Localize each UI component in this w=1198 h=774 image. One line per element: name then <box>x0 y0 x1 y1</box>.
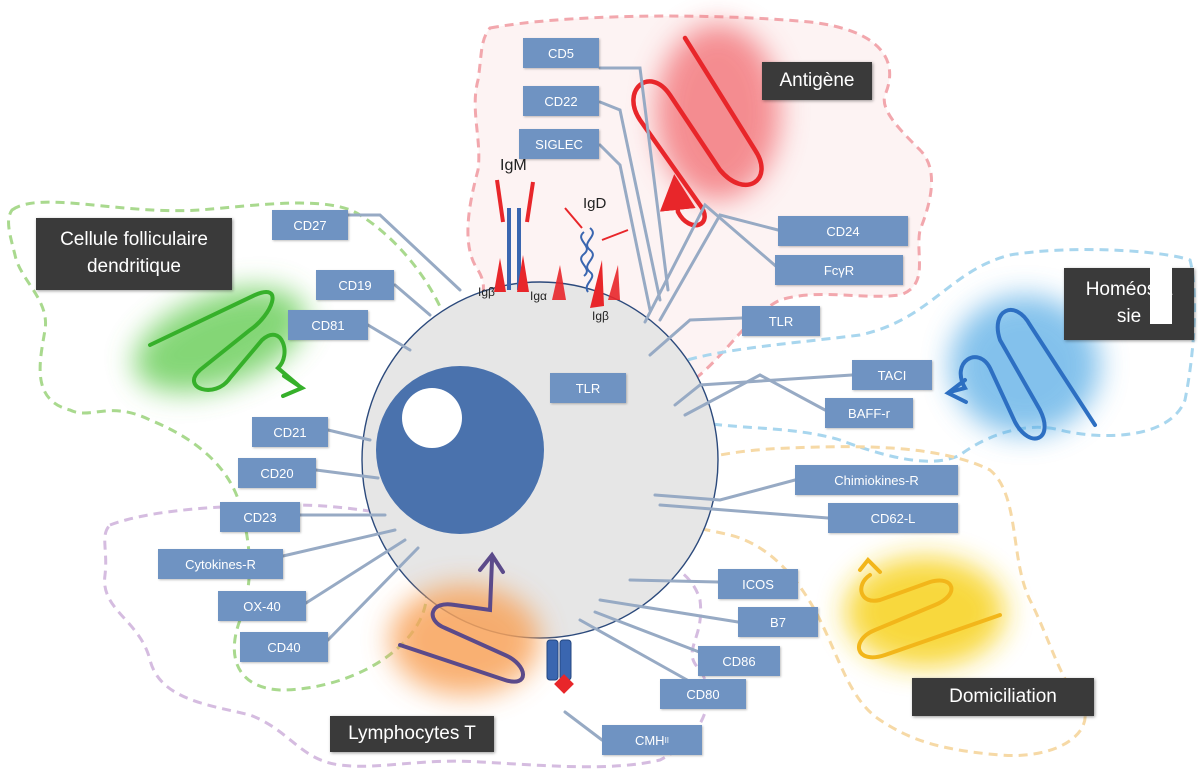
receptor-connectors <box>281 66 854 742</box>
receptor-cmh-label: CMH <box>634 732 665 748</box>
tcell-arrow-head <box>478 551 505 574</box>
receptor-fcgr: FcγR <box>775 255 903 285</box>
category-domiciliation: Domiciliation <box>912 678 1094 716</box>
receptor-chimiokines: Chimiokines-R <box>795 465 958 495</box>
tcell-arrow <box>398 558 525 684</box>
receptor-cd22: CD22 <box>523 86 599 116</box>
receptor-cd40: CD40 <box>240 632 328 662</box>
category-homeostasie: Homéostasie <box>1064 268 1194 340</box>
fdc-glow <box>134 287 306 393</box>
receptor-cd62l: CD62-L <box>828 503 958 533</box>
category-cellule-folliculaire: Cellule folliculaire dendritique <box>36 218 232 290</box>
receptor-cd20: CD20 <box>238 458 316 488</box>
homeostasis-arrow <box>948 307 1097 441</box>
tcell-glow <box>390 585 540 695</box>
receptor-ox40: OX-40 <box>218 591 306 621</box>
receptor-tlr-outer: TLR <box>742 306 820 336</box>
receptor-baffr: BAFF-r <box>825 398 913 428</box>
antigen-glow <box>656 24 780 200</box>
homeostasie-occluder <box>1150 262 1172 324</box>
homing-arrow <box>857 573 1002 660</box>
antigen-arrow <box>631 35 764 228</box>
category-antigene: Antigène <box>762 62 872 100</box>
receptor-cd81: CD81 <box>288 310 368 340</box>
receptor-cd19: CD19 <box>316 270 394 300</box>
receptor-cd86: CD86 <box>698 646 780 676</box>
receptor-cd5: CD5 <box>523 38 599 68</box>
receptor-taci: TACI <box>852 360 932 390</box>
homeostasis-arrow-head <box>944 378 968 404</box>
nucleus <box>376 366 544 534</box>
fdc-arrow <box>148 290 300 392</box>
fdc-arrow-head <box>281 374 307 398</box>
receptor-cd80: CD80 <box>660 679 746 709</box>
igm-label: IgM <box>500 157 527 174</box>
homeostasis-region-outline <box>652 248 1197 463</box>
fdc-region-outline <box>7 200 455 692</box>
igd-label: IgD <box>583 195 607 212</box>
homing-arrow-head <box>858 557 882 574</box>
category-lymphocytes-t: Lymphocytes T <box>330 716 494 752</box>
homing-glow <box>845 557 1005 667</box>
receptor-cmh-subscript: II <box>664 735 670 745</box>
receptor-cd27: CD27 <box>272 210 348 240</box>
igb-left-label: Igβ <box>478 285 495 299</box>
receptor-tlr-inner: TLR <box>550 373 626 403</box>
receptor-cytokines: Cytokines-R <box>158 549 283 579</box>
homeostasis-glow <box>950 295 1100 435</box>
igd-receptor <box>552 207 629 308</box>
iga-label: Igα <box>530 289 547 303</box>
nucleolus <box>402 388 462 448</box>
receptor-cd23: CD23 <box>220 502 300 532</box>
igm-receptor <box>494 179 535 292</box>
receptor-icos: ICOS <box>718 569 798 599</box>
receptor-cd21: CD21 <box>252 417 328 447</box>
mhc-ii-molecule <box>546 639 574 694</box>
receptor-siglec: SIGLEC <box>519 129 599 159</box>
tcell-region-outline <box>103 503 710 769</box>
receptor-cd24: CD24 <box>778 216 908 246</box>
igb-right-label: Igβ <box>592 309 609 323</box>
receptor-b7: B7 <box>738 607 818 637</box>
